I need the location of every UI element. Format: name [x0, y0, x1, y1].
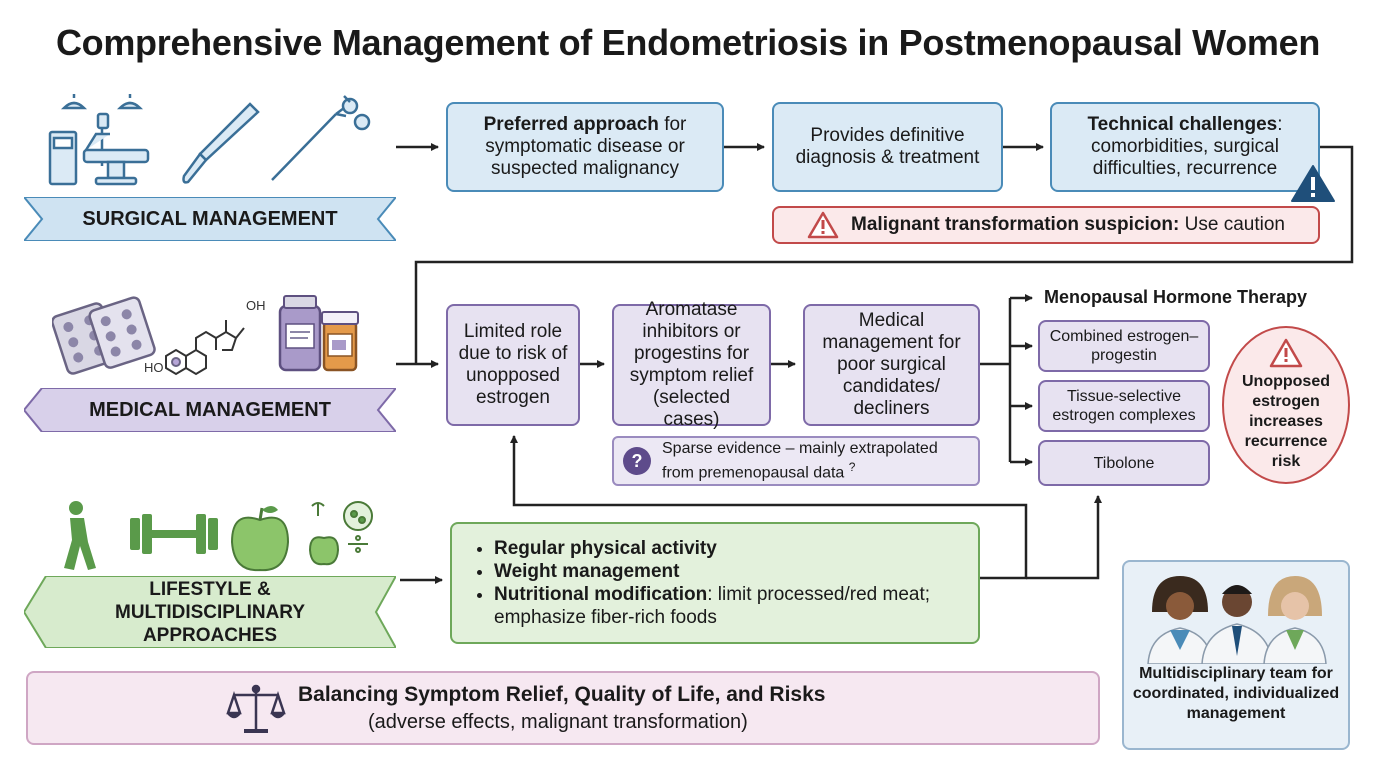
- pill-blister-icon: [52, 296, 156, 375]
- medical-box-poor-candidates: Medical management for poor surgical can…: [803, 304, 980, 426]
- team-caption: Multidisciplinary team for coordinated, …: [1132, 665, 1340, 722]
- team-card: Multidisciplinary team for coordinated, …: [1122, 560, 1350, 750]
- caution-rest: Use caution: [1179, 214, 1285, 235]
- warning-triangle-icon: [1291, 165, 1335, 202]
- preferred-approach-rest: for symptomatic disease or suspected mal…: [485, 114, 687, 179]
- question-mark-icon: ?: [623, 447, 651, 475]
- mht-item-tibolone: Tibolone: [1038, 440, 1210, 486]
- definitive-text: Provides definitive diagnosis & treatmen…: [795, 125, 980, 168]
- mht-item-tissue-selective-label: Tissue-selective estrogen complexes: [1052, 388, 1196, 424]
- medical-box-aromatase: Aromatase inhibitors or progestins for s…: [612, 299, 771, 430]
- medical-management-banner: MEDICAL MANAGEMENT: [24, 388, 396, 432]
- apple-icon: [230, 506, 290, 572]
- surgical-illustration: [48, 94, 371, 186]
- laparoscopic-instrument-icon: [271, 95, 371, 181]
- page-title: Comprehensive Management of Endometriosi…: [55, 22, 1321, 63]
- connector-lifestyle-to-medical: [510, 435, 1028, 580]
- clinician-right: [1263, 576, 1327, 664]
- clinician-middle: [1201, 585, 1273, 664]
- mht-title: Menopausal Hormone Therapy: [1044, 287, 1308, 307]
- balance-title: Balancing Symptom Relief, Quality of Lif…: [298, 683, 826, 706]
- medical-illustration: OH HO: [52, 295, 359, 376]
- surgical-management-banner: SURGICAL MANAGEMENT: [24, 197, 396, 241]
- surgical-banner-label: SURGICAL MANAGEMENT: [82, 207, 338, 230]
- lifestyle-item-nutrition: Nutritional modification: limit processe…: [494, 583, 958, 629]
- dumbbell-icon: [130, 514, 218, 554]
- svg-text:?: ?: [632, 451, 643, 471]
- malignant-caution-box: Malignant transformation suspicion: Use …: [772, 206, 1320, 244]
- mht-item-combined-label: Combined estrogen–progestin: [1049, 328, 1199, 364]
- recurrence-warning-text: Unopposed estrogen increases recurrence …: [1242, 373, 1330, 470]
- clinician-left: [1147, 576, 1213, 664]
- sparse-evidence-note: ? Sparse evidence – mainly extrapolated …: [612, 436, 980, 486]
- poor-candidates-text: Medical management for poor surgical can…: [822, 310, 961, 419]
- surgical-box-technical-challenges: Technical challenges: comorbidities, sur…: [1050, 102, 1320, 192]
- technical-challenges-rest: : comorbidities, surgical difficulties, …: [1091, 114, 1283, 179]
- lifestyle-banner-label: LIFESTYLE & MULTIDISCIPLINARY APPROACHES: [115, 578, 305, 646]
- clinicians-icon: [1147, 576, 1327, 664]
- medical-box-limited-role: Limited role due to risk of unopposed es…: [446, 304, 580, 426]
- lifestyle-illustration: [64, 501, 373, 572]
- operating-room-icon: [48, 94, 150, 186]
- recurrence-warning: Unopposed estrogen increases recurrence …: [1222, 326, 1350, 484]
- preferred-approach-bold: Preferred approach: [483, 114, 659, 135]
- lifestyle-recommendations-box: Regular physical activity Weight managem…: [450, 522, 980, 644]
- surgical-box-definitive: Provides definitive diagnosis & treatmen…: [772, 102, 1003, 192]
- mht-item-tibolone-label: Tibolone: [1093, 454, 1155, 472]
- medicine-bottles-icon: [278, 295, 359, 372]
- sparse-evidence-question: ?: [848, 460, 856, 475]
- lifestyle-item-weight: Weight management: [494, 560, 958, 583]
- limited-role-text: Limited role due to risk of unopposed es…: [458, 321, 568, 408]
- caution-warning-icon: [807, 211, 839, 239]
- lifestyle-item-activity: Regular physical activity: [494, 537, 958, 560]
- estrogen-molecule-icon: [165, 320, 245, 376]
- recurrence-warning-icon: [1269, 338, 1303, 368]
- connector-lifestyle-to-mht: [1026, 495, 1102, 580]
- balance-subtitle: (adverse effects, malignant transformati…: [368, 711, 748, 733]
- walking-person-icon: [64, 501, 96, 570]
- scalpel-icon: [182, 102, 260, 184]
- lifestyle-list: Regular physical activity Weight managem…: [472, 537, 958, 629]
- mht-item-tissue-selective: Tissue-selective estrogen complexes: [1038, 380, 1210, 432]
- balance-banner: Balancing Symptom Relief, Quality of Lif…: [26, 671, 1100, 745]
- surgical-box-preferred-approach: Preferred approach for symptomatic disea…: [446, 102, 724, 192]
- molecule-ho-label: HO: [144, 360, 164, 375]
- molecule-oh-label: OH: [246, 298, 266, 313]
- caution-bold: Malignant transformation suspicion:: [851, 214, 1180, 235]
- mht-item-combined: Combined estrogen–progestin: [1038, 320, 1210, 372]
- scales-of-justice-icon: [226, 684, 286, 733]
- nutrition-icon: [308, 501, 373, 566]
- sparse-evidence-text: Sparse evidence – mainly extrapolated fr…: [662, 440, 938, 482]
- technical-challenges-bold: Technical challenges: [1087, 114, 1278, 135]
- medical-banner-label: MEDICAL MANAGEMENT: [89, 398, 331, 421]
- lifestyle-banner: LIFESTYLE & MULTIDISCIPLINARY APPROACHES: [24, 576, 396, 648]
- aromatase-text: Aromatase inhibitors or progestins for s…: [629, 299, 754, 430]
- connector-surgical-to-medical: [414, 145, 1354, 364]
